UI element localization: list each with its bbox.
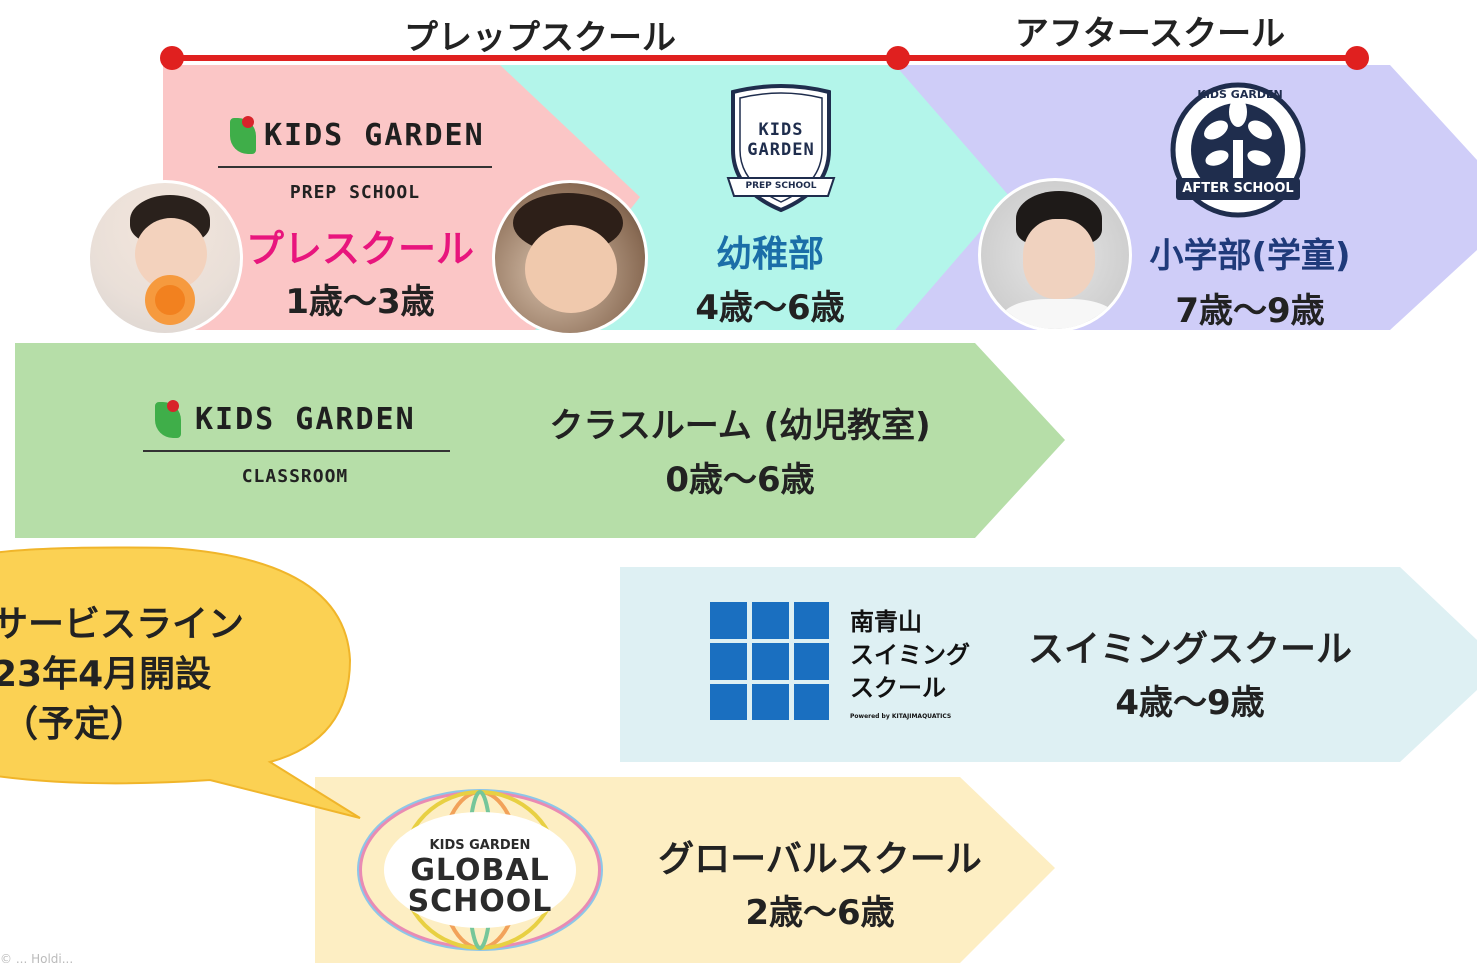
ladybug-icon (242, 116, 254, 128)
preschool-ages: 1歳〜3歳 (285, 282, 435, 322)
child-face (1023, 219, 1095, 299)
global-name: グローバルスクール (658, 839, 982, 880)
elementary-child-photo (978, 178, 1132, 332)
swimming-logo-text: 南青山 スイミング スクール (850, 606, 980, 705)
classroom-logo-text: KIDS GARDEN (195, 402, 416, 437)
classroom-logo-sub: CLASSROOM (241, 466, 349, 487)
child-shirt (1001, 299, 1117, 329)
classroom-ages: 0歳〜6歳 (665, 460, 815, 500)
swimming-logo-line2: スイミング (850, 641, 970, 669)
timeline-dot-end (1345, 46, 1369, 70)
global-logo-globe (357, 789, 603, 951)
elementary-ages: 7歳〜9歳 (1175, 291, 1325, 331)
preschool-name: プレスクール (245, 227, 474, 271)
kindergarten-name: 幼稚部 (715, 234, 824, 275)
swimming-logo-line1: 南青山 (850, 608, 922, 636)
preschool-logo-sub: PREP SCHOOL (289, 182, 421, 203)
timeline-dot-start (160, 46, 184, 70)
afterschool-emblem-top: KIDS GARDEN (1197, 88, 1283, 101)
child-face (525, 225, 617, 313)
swimming-logo-mark (710, 602, 829, 720)
timeline-after-label: アフタースクール (1014, 14, 1286, 54)
kindergarten-badge (726, 84, 836, 213)
afterschool-emblem (1170, 82, 1306, 218)
kindergarten-badge-line2: GARDEN (747, 140, 815, 160)
swimming-logo-powered: Powered by KITAJIMAQUATICS (850, 713, 952, 720)
classroom-arrow (15, 343, 1065, 538)
kindergarten-badge-ribbon: PREP SCHOOL (745, 181, 817, 191)
callout-bubble (0, 546, 361, 819)
kindergarten-ages: 4歳〜6歳 (695, 288, 845, 328)
timeline-dot-mid (886, 46, 910, 70)
callout-line1: サービスライン (0, 604, 245, 645)
classroom-logo: KIDS GARDEN (145, 400, 450, 444)
preschool-logo: KIDS GARDEN (220, 116, 492, 160)
afterschool-emblem-bottom: AFTER SCHOOL (1182, 181, 1294, 196)
donut-icon (145, 275, 195, 325)
global-logo-line1: KIDS GARDEN (429, 838, 531, 853)
swimming-name: スイミングスクール (1027, 629, 1352, 670)
swimming-arrow (620, 567, 1477, 762)
preschool-logo-text: KIDS GARDEN (264, 118, 485, 153)
kindergarten-child-photo (492, 180, 648, 336)
swimming-ages: 4歳〜9歳 (1115, 683, 1265, 723)
callout-line2: 23年4月開設 (0, 654, 212, 695)
ladybug-icon (167, 400, 179, 412)
elementary-name: 小学部(学童) (1149, 236, 1351, 276)
global-logo-line3: SCHOOL (407, 884, 553, 919)
callout-line3: （予定） (2, 704, 147, 745)
kindergarten-badge-line1: KIDS (758, 120, 804, 140)
classroom-name: クラスルーム (幼児教室) (549, 406, 931, 446)
global-ages: 2歳〜6歳 (745, 893, 895, 933)
callout-text: サービスライン 23年4月開設 （予定） (0, 600, 272, 750)
preschool-child-photo (87, 180, 243, 336)
swimming-logo-line3: スクール (850, 674, 946, 702)
footer-copyright: © ... Holdi... (0, 952, 74, 963)
timeline-prep-label: プレップスクール (404, 18, 676, 58)
global-logo-line2: GLOBAL (410, 853, 550, 888)
